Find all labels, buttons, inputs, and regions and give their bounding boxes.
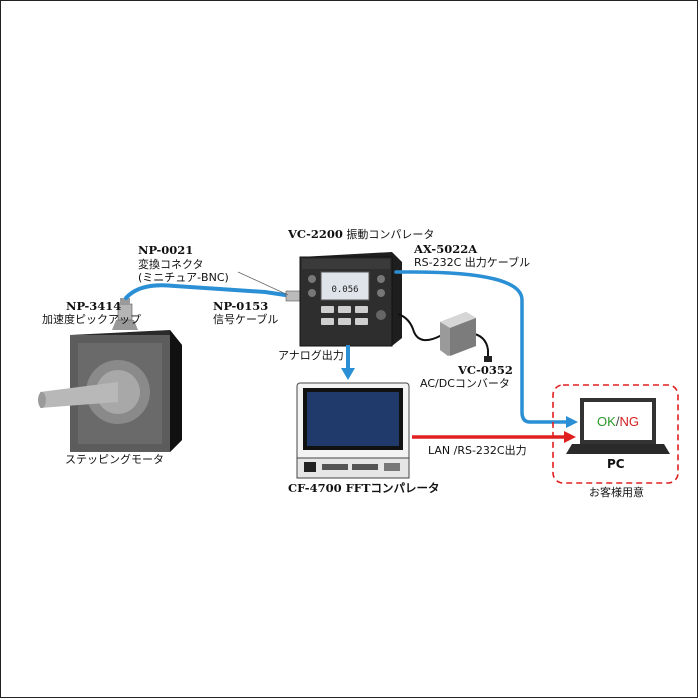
ng-label: NG xyxy=(619,413,639,429)
slash-label: / xyxy=(615,413,620,429)
cf4700-label: CF-4700 FFTコンパレータ xyxy=(288,481,440,495)
bnc-connector xyxy=(285,290,301,302)
ax5022a-model: AX-5022A xyxy=(414,242,478,256)
signal-cable xyxy=(124,283,294,300)
vc0352-desc: AC/DCコンバータ xyxy=(420,377,510,390)
lan-label: LAN /RS-232C出力 xyxy=(428,444,527,457)
analog-output-label: アナログ出力 xyxy=(278,349,344,362)
vc2200-title: VC-2200 振動コンパレータ xyxy=(288,227,435,242)
ax5022a-desc: RS-232C 出力ケーブル xyxy=(414,256,531,269)
cf4700-title: CF-4700 FFTコンパレータ xyxy=(288,482,439,495)
vc2200-desc: 振動コンパレータ xyxy=(346,228,435,241)
laptop-screen-text: OK/NG xyxy=(586,404,650,438)
np0153-desc: 信号ケーブル xyxy=(213,313,279,326)
rs232c-cable xyxy=(394,270,568,424)
pickup-sensor xyxy=(112,298,138,330)
pc-label: PC xyxy=(607,457,625,471)
vc2200-device: 0.056 xyxy=(299,252,402,347)
ac-adapter xyxy=(440,312,492,362)
np0153-model: NP-0153 xyxy=(213,299,269,313)
leader-line xyxy=(237,271,289,296)
vc2200-model: VC-2200 xyxy=(288,227,343,241)
cf4700-device xyxy=(296,382,410,479)
ok-label: OK xyxy=(597,413,616,429)
np0021-desc2: (ミニチュア-BNC) xyxy=(138,271,229,284)
np3414-model: NP-3414 xyxy=(66,299,122,313)
device-display-value: 0.056 xyxy=(331,285,358,295)
customer-supplied-box xyxy=(552,384,679,484)
stepping-motor xyxy=(38,330,182,452)
np3414-desc: 加速度ピックアップ xyxy=(42,313,141,326)
motor-label: ステッピングモータ xyxy=(65,453,164,466)
laptop-pc xyxy=(566,398,670,454)
customer-label: お客様用意 xyxy=(589,486,644,499)
vc0352-model: VC-0352 xyxy=(458,363,513,377)
arrow-head xyxy=(566,416,578,428)
np0021-desc1: 変換コネクタ xyxy=(138,258,204,271)
np0021-model: NP-0021 xyxy=(138,243,194,257)
